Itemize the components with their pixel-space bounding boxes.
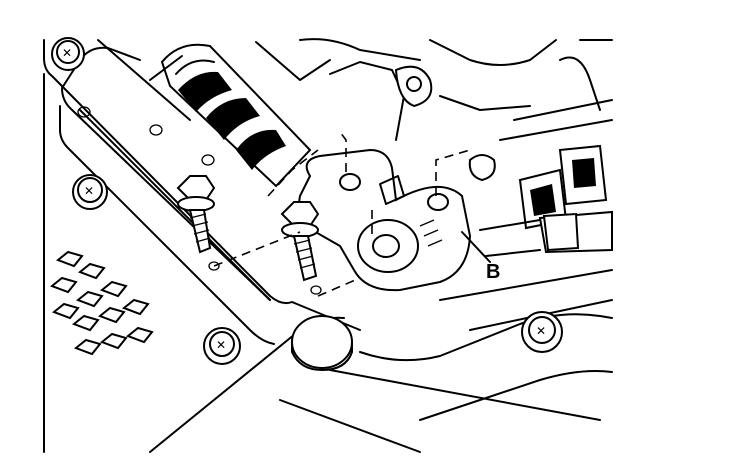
rivet-bottom-left: ✕ [203,327,241,365]
vent-slots [50,250,154,356]
callout-b: B [461,231,500,283]
svg-text:✕: ✕ [84,184,94,198]
callout-label-b: B [486,261,500,283]
panel-holes [77,106,215,166]
mount-bracket [298,148,472,292]
svg-text:✕: ✕ [62,46,72,60]
right-bracket [479,144,613,257]
engine-upper [299,38,613,182]
alignment-guides [208,131,471,297]
rivet-left: ✕ [72,174,108,210]
frame-panel [43,39,613,453]
rivet-right: ✕ [521,311,563,353]
bolt-lower [280,201,320,282]
bolt-upper [176,175,216,254]
svg-text:✕: ✕ [536,324,546,338]
shaft-assembly [149,41,331,188]
svg-text:✕: ✕ [216,338,226,352]
rivet-top-left: ✕ [51,37,85,71]
plug-cap [291,315,353,371]
